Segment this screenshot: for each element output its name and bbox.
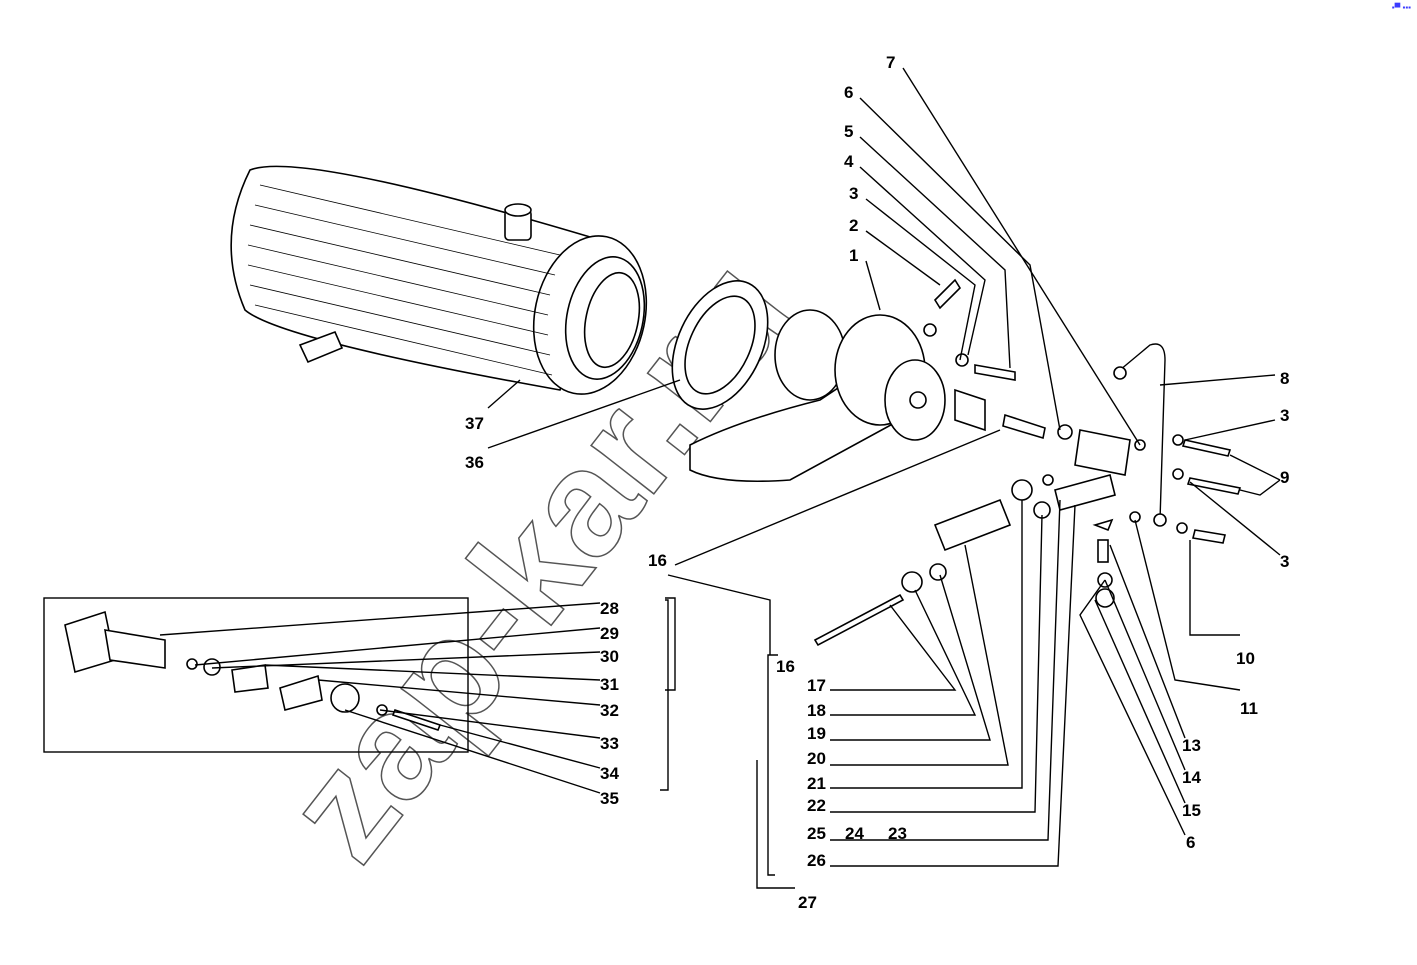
label-29: 29 — [600, 624, 619, 643]
label-16: 16 — [648, 551, 667, 570]
gasket — [671, 280, 769, 410]
label-32: 32 — [600, 701, 619, 720]
label-9: 9 — [1280, 468, 1289, 487]
label-27: 27 — [798, 893, 817, 912]
label-6: 6 — [844, 83, 853, 102]
label-10: 10 — [1236, 649, 1255, 668]
label-7: 7 — [886, 53, 895, 72]
label-33: 33 — [600, 734, 619, 753]
label-23: 23 — [888, 824, 907, 843]
label-35: 35 — [600, 789, 619, 808]
label-3: 3 — [849, 184, 858, 203]
label-15: 15 — [1182, 801, 1201, 820]
heater-body — [689, 309, 986, 483]
label-16: 16 — [776, 657, 795, 676]
label-11: 11 — [1240, 699, 1258, 718]
label-34: 34 — [600, 764, 619, 783]
leader-lines — [159, 67, 1281, 889]
label-2: 2 — [849, 216, 858, 235]
tank-cylinder — [230, 165, 648, 395]
label-36: 36 — [465, 453, 484, 472]
label-6: 6 — [1186, 833, 1195, 852]
label-31: 31 — [600, 675, 619, 694]
label-22: 22 — [807, 796, 826, 815]
label-14: 14 — [1182, 768, 1201, 787]
inset-detail-box — [43, 597, 469, 753]
label-17: 17 — [807, 676, 826, 695]
label-3: 3 — [1280, 406, 1289, 425]
label-25: 25 — [807, 824, 826, 843]
label-37: 37 — [465, 414, 484, 433]
label-1: 1 — [849, 246, 858, 265]
label-4: 4 — [844, 152, 854, 171]
label-19: 19 — [807, 724, 826, 743]
label-21: 21 — [807, 774, 826, 793]
label-18: 18 — [807, 701, 826, 720]
label-24: 24 — [845, 824, 864, 843]
label-20: 20 — [807, 749, 826, 768]
small-parts — [813, 278, 1242, 647]
label-5: 5 — [844, 122, 853, 141]
label-8: 8 — [1280, 369, 1289, 388]
label-13: 13 — [1182, 736, 1201, 755]
label-26: 26 — [807, 851, 826, 870]
corner-mark: ▪▀ ▪▪▪ — [1391, 3, 1411, 12]
label-3: 3 — [1280, 552, 1289, 571]
part-number-labels: 7 6 5 4 3 2 1 8 3 9 3 16 16 28 29 30 31 … — [465, 53, 1289, 912]
label-28: 28 — [600, 599, 619, 618]
label-30: 30 — [600, 647, 619, 666]
